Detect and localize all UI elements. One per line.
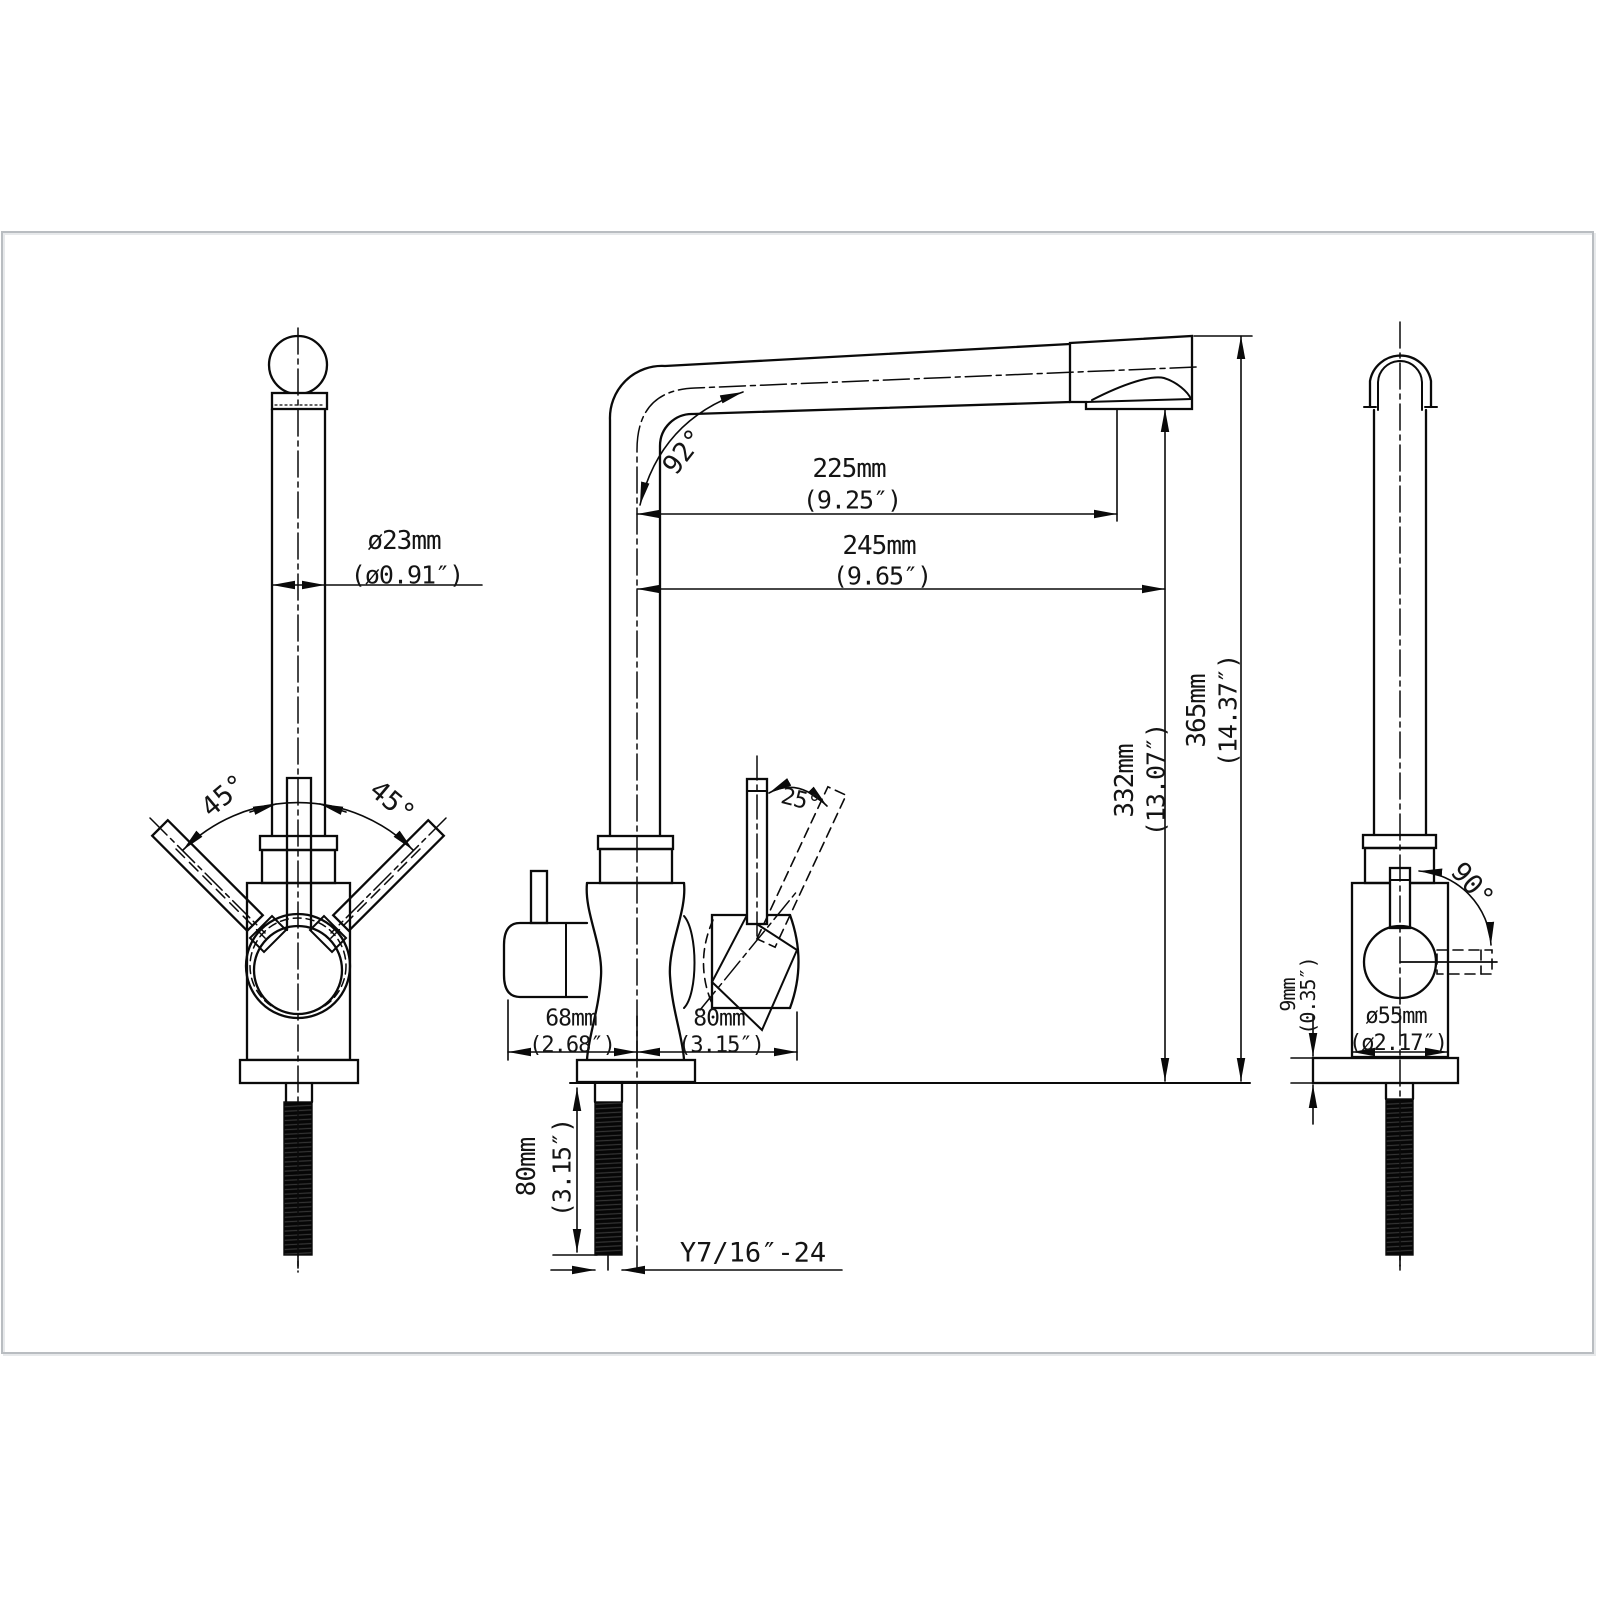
dim-shank-length-in: (3.15″) (547, 1118, 577, 1218)
dim-width-right-mm: 80mm (693, 1005, 745, 1032)
dim-reach-in: (9.25″) (802, 485, 902, 515)
side-knob-stem (529, 869, 549, 925)
base-plate-back (1311, 1056, 1460, 1085)
side-knob (502, 921, 589, 999)
back-lever-phantom (1436, 949, 1493, 975)
front-view (149, 327, 483, 1273)
lever-front (285, 776, 313, 932)
sheet-frame (1, 231, 1594, 1354)
riser-pipe-front (270, 407, 327, 838)
dim-spout-height-mm: 332mm (1110, 744, 1140, 818)
base-plate-side (575, 1058, 697, 1084)
side-lever-phantom (755, 785, 848, 949)
dim-total-reach-mm: 245mm (842, 531, 916, 561)
base-plate-front (238, 1058, 360, 1085)
dim-spout-height-in: (13.07″) (1141, 723, 1171, 837)
dim-spout-dia-mm: ø23mm (367, 526, 441, 556)
dim-width-left-in: (2.68″) (529, 1033, 616, 1058)
body-side-left (585, 881, 603, 1062)
dim-base-dia-mm: ø55mm (1365, 1004, 1427, 1029)
dim-base-dia-in: (ø2.17″) (1349, 1031, 1448, 1056)
dim-deck-mm: 9mm (1276, 978, 1300, 1012)
dim-reach-mm: 225mm (812, 454, 886, 484)
spout-cap-inner (1377, 360, 1423, 411)
side-view (502, 334, 1253, 1275)
right-lever (331, 818, 446, 933)
sheet-frame-shadow (3, 233, 1596, 1356)
dim-shank-length-mm: 80mm (512, 1137, 542, 1197)
spout-tube-outer (608, 342, 1072, 838)
threaded-shank-side (594, 1101, 623, 1256)
spout-head (1068, 334, 1194, 411)
riser-pipe-back (1372, 408, 1428, 837)
back-view (1290, 321, 1498, 1271)
dim-width-left-mm: 68mm (545, 1005, 597, 1032)
dim-deck-in: (0.35″) (1296, 957, 1320, 1035)
dim-thread-spec: Y7/16″-24 (679, 1237, 827, 1269)
body-side-right (668, 881, 686, 1062)
dim-total-height-mm: 365mm (1182, 674, 1212, 748)
dim-total-height-in: (14.37″) (1213, 654, 1243, 768)
dim-width-right-in: (3.15″) (678, 1033, 765, 1058)
handle-base-rotated (710, 915, 799, 1032)
centerline-side (636, 366, 1198, 1273)
dim-spout-dia-in: (ø0.91″) (350, 560, 464, 590)
left-lever (150, 818, 265, 933)
dim-total-reach-in: (9.65″) (832, 561, 932, 591)
